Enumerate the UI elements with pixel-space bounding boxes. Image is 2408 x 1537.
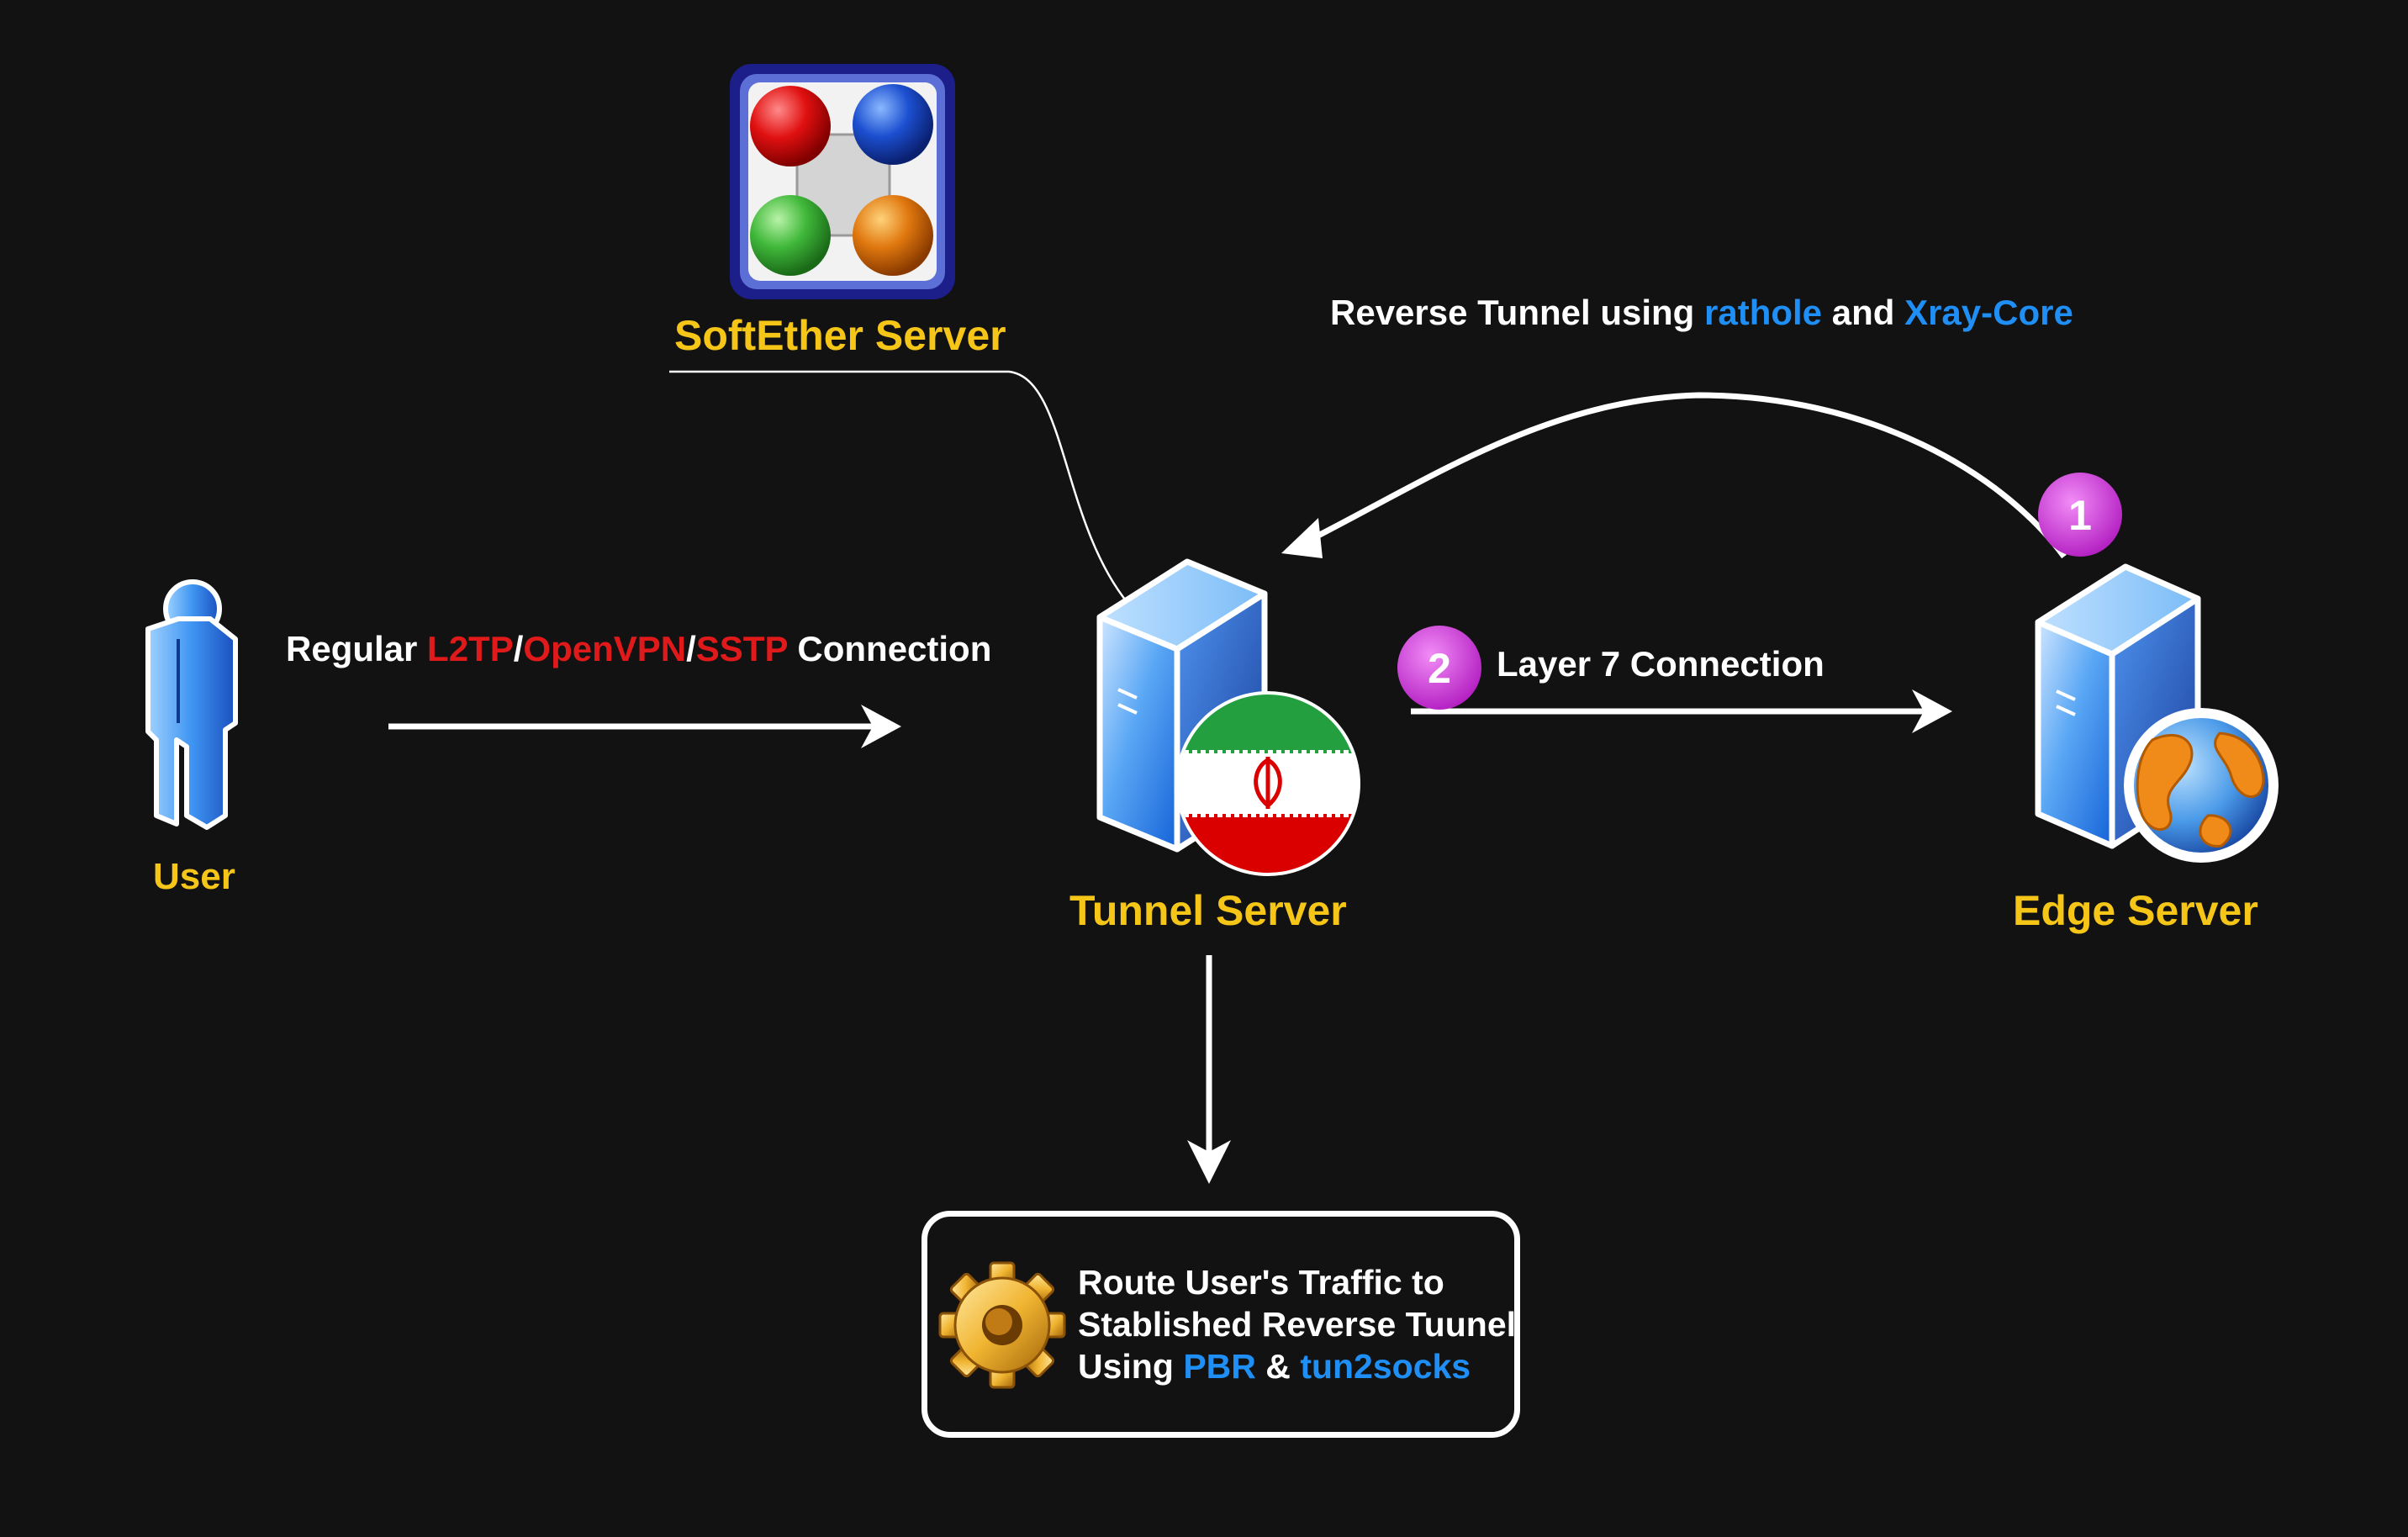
protocol-openvpn: OpenVPN xyxy=(523,629,687,668)
reverse-tunnel-arrow xyxy=(1281,392,2067,559)
user-connection-suffix: Connection xyxy=(797,629,992,668)
softether-logo-icon xyxy=(730,64,955,299)
edge-server-label: Edge Server xyxy=(2013,887,2258,934)
gear-icon xyxy=(938,1261,1066,1389)
protocol-separator-2: / xyxy=(686,629,696,668)
user-label: User xyxy=(153,856,235,897)
tunnel-server-label: Tunnel Server xyxy=(1069,887,1347,934)
reverse-tunnel-prefix: Reverse Tunnel using xyxy=(1330,293,1695,332)
route-line-3-prefix: Using xyxy=(1078,1347,1174,1386)
step-badge-2: 2 xyxy=(1397,626,1481,710)
route-ampersand: & xyxy=(1265,1347,1291,1386)
step-badge-1-text: 1 xyxy=(2068,492,2092,539)
user-connection-prefix: Regular xyxy=(286,629,418,668)
tunnel-server-icon xyxy=(1096,558,1268,853)
tunnel-to-route-arrow xyxy=(1187,955,1231,1184)
iran-flag-icon xyxy=(1175,691,1360,876)
layer7-arrow xyxy=(1411,689,1952,733)
softether-to-tunnel-link xyxy=(669,370,1129,605)
tool-rathole: rathole xyxy=(1704,293,1823,332)
softether-server-label: SoftEther Server xyxy=(674,312,1006,359)
layer7-connection-label: Layer 7 Connection xyxy=(1497,644,1824,684)
route-line-2: Stablished Reverse Tuunel xyxy=(1078,1305,1517,1344)
protocol-separator-1: / xyxy=(513,629,524,668)
user-to-tunnel-arrow xyxy=(388,705,901,748)
step-badge-2-text: 2 xyxy=(1428,645,1451,692)
user-icon xyxy=(145,579,238,830)
reverse-tunnel-conjunction: and xyxy=(1831,293,1895,332)
protocol-sstp: SSTP xyxy=(695,629,788,668)
reverse-tunnel-label: Reverse Tunnel using rathole and Xray-Co… xyxy=(1330,293,2073,333)
route-box xyxy=(921,1211,1520,1438)
route-box-text: Route User's Traffic to Stablished Rever… xyxy=(1078,1261,1517,1387)
route-line-1: Route User's Traffic to xyxy=(1078,1263,1444,1302)
tool-pbr: PBR xyxy=(1183,1347,1256,1386)
tool-xray-core: Xray-Core xyxy=(1904,293,2073,332)
globe-icon xyxy=(2124,708,2279,863)
user-connection-label: Regular L2TP/OpenVPN/SSTP Connection xyxy=(286,629,991,669)
protocol-l2tp: L2TP xyxy=(427,629,514,668)
tool-tun2socks: tun2socks xyxy=(1300,1347,1471,1386)
route-line-3: Using PBR & tun2socks xyxy=(1078,1345,1515,1387)
step-badge-1: 1 xyxy=(2038,473,2122,557)
